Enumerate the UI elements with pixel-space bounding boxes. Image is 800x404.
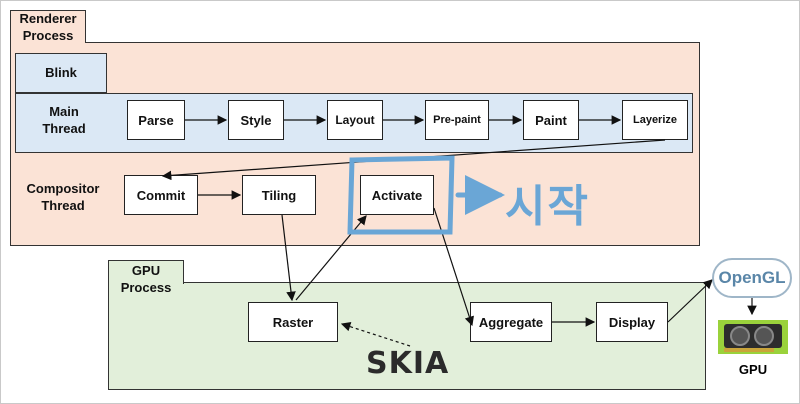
- stage-activate: Activate: [360, 175, 434, 215]
- renderer-process-tab: [10, 10, 86, 43]
- stage-tiling: Tiling: [242, 175, 316, 215]
- gpu-process-label: GPU Process: [120, 263, 172, 295]
- opengl-logo: OpenGL: [712, 258, 792, 298]
- compositor-thread-label: Compositor Thread: [26, 181, 100, 213]
- stage-display: Display: [596, 302, 668, 342]
- arrow-skia-raster: [340, 322, 411, 347]
- renderer-process-label: Renderer Process: [19, 11, 77, 43]
- blink-label: Blink: [45, 65, 77, 80]
- activate-highlight: [347, 155, 505, 235]
- stage-layout: Layout: [327, 100, 383, 140]
- start-annotation: 시작: [505, 181, 590, 232]
- stage-parse: Parse: [127, 100, 185, 140]
- stage-commit: Commit: [124, 175, 198, 215]
- stage-paint: Paint: [523, 100, 579, 140]
- stage-style: Style: [228, 100, 284, 140]
- main-thread-label: Main Thread: [42, 104, 86, 136]
- blink-tab: [15, 53, 107, 93]
- arrow-display-opengl: [667, 279, 713, 323]
- skia-logo: SKIA: [366, 346, 449, 381]
- gpu-card-icon: [718, 320, 788, 354]
- arrow-tiling-raster: [281, 214, 296, 302]
- stage-layerize: Layerize: [622, 100, 688, 140]
- skia-logo-text: SKIA: [366, 346, 450, 381]
- gpu-label: GPU: [738, 362, 768, 377]
- stage-pre-paint: Pre-paint: [425, 100, 489, 140]
- gpu-process-tab: [108, 260, 184, 284]
- stage-raster: Raster: [248, 302, 338, 342]
- opengl-logo-text: OpenGL: [718, 268, 786, 287]
- stage-aggregate: Aggregate: [470, 302, 552, 342]
- arrow-activate-aggregate: [433, 207, 474, 327]
- arrow-raster-activate: [295, 215, 367, 301]
